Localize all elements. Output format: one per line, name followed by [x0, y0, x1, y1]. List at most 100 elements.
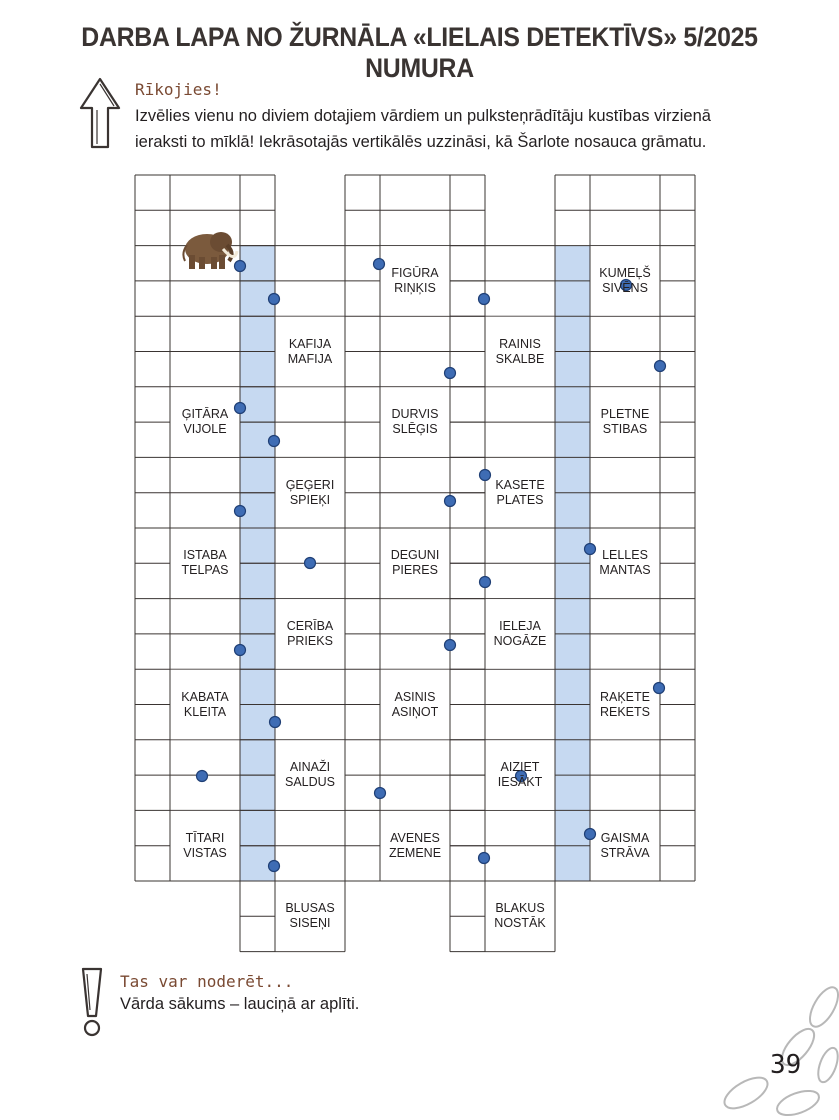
- clue-word-1: RAĶETE: [599, 689, 650, 704]
- start-dot: [477, 851, 491, 865]
- clue-word-1: GAISMA: [600, 830, 650, 845]
- clue-word-2: ASIŅOT: [391, 704, 439, 719]
- clue-word-1: BLAKUS: [495, 901, 545, 916]
- clue-cell: [590, 810, 660, 881]
- start-dot: [303, 556, 317, 570]
- clue-word-2: SIVĒNS: [602, 280, 648, 295]
- start-dot: [478, 575, 492, 589]
- clue-word-2: MAFIJA: [287, 351, 333, 366]
- clue-cell: [275, 881, 345, 952]
- clue-word-1: AIZIET: [500, 760, 540, 775]
- clue-word-1: BLUSAS: [285, 901, 335, 916]
- clue-word-2: REKETS: [599, 704, 650, 719]
- clue-word-1: KUMEĻŠ: [599, 265, 651, 280]
- clue-word-1: LELLES: [602, 548, 648, 563]
- start-dot: [267, 292, 281, 306]
- start-dot: [267, 859, 281, 873]
- start-dot: [233, 401, 247, 415]
- start-dot: [619, 278, 633, 292]
- clue-cell: [170, 528, 240, 599]
- clue-word-2: NOGĀZE: [493, 633, 547, 648]
- clue-cell: [275, 457, 345, 528]
- clue-word-2: SALDUS: [284, 775, 336, 790]
- clue-word-2: KLEITA: [183, 704, 227, 719]
- clue-cell: [275, 740, 345, 810]
- clue-word-2: PLATES: [496, 492, 544, 507]
- clue-word-1: DURVIS: [391, 407, 439, 422]
- clue-word-2: PRIEKS: [287, 633, 333, 648]
- clue-word-1: KABATA: [181, 689, 229, 704]
- task-heading: Rīkojies!: [135, 80, 222, 99]
- clue-word-1: IELEJA: [499, 618, 541, 633]
- clue-cell: [170, 669, 240, 740]
- clue-word-1: ĢITĀRA: [181, 407, 229, 422]
- task-instructions: Izvēlies vienu no diviem dotajiem vārdie…: [135, 103, 765, 155]
- clue-word-1: CERĪBA: [286, 618, 334, 633]
- start-dot: [233, 643, 247, 657]
- start-dot: [233, 259, 247, 273]
- clue-cell: [590, 669, 660, 740]
- start-dot: [478, 468, 492, 482]
- start-dot: [372, 257, 386, 271]
- clue-word-1: KAFIJA: [288, 336, 332, 351]
- clue-word-1: FIGŪRA: [391, 265, 439, 280]
- clue-cell: [590, 387, 660, 457]
- exclamation-icon: [81, 967, 103, 1037]
- footprints-icon: [723, 986, 839, 1117]
- page-number: 39: [770, 1050, 802, 1080]
- task-line-1: Izvēlies vienu no diviem dotajiem vārdie…: [135, 107, 711, 125]
- clue-word-2: SLĒĢIS: [392, 422, 438, 437]
- clue-word-2: TELPAS: [181, 563, 229, 578]
- clue-word-2: RIŅĶIS: [394, 280, 436, 295]
- hint-heading: Tas var noderēt...: [120, 972, 294, 991]
- clue-cell: [170, 387, 240, 457]
- clue-word-2: STRĀVA: [600, 845, 650, 860]
- start-dot: [653, 359, 667, 373]
- task-line-2: ieraksti to mīklā! Iekrāsotajās vertikāl…: [135, 133, 707, 151]
- clue-word-2: NOSTĀK: [494, 916, 546, 931]
- clue-cell: [590, 528, 660, 599]
- clue-cell: [275, 316, 345, 387]
- start-dot: [443, 366, 457, 380]
- clue-word-1: ISTABA: [183, 548, 227, 563]
- clue-word-2: VISTAS: [183, 845, 227, 860]
- clue-word-2: MANTAS: [599, 563, 651, 578]
- start-dot: [583, 827, 597, 841]
- clue-word-1: RAINIS: [499, 336, 541, 351]
- clue-word-1: TĪTARI: [185, 830, 225, 845]
- start-dot: [195, 769, 209, 783]
- clue-cell: [380, 387, 450, 457]
- start-dot: [267, 434, 281, 448]
- clue-cell: [485, 881, 555, 952]
- clue-word-2: SISEŅI: [289, 916, 331, 931]
- clue-word-1: KASETE: [495, 477, 545, 492]
- clue-word-1: AINAŽI: [289, 760, 331, 775]
- clue-word-2: VIJOLE: [183, 422, 227, 437]
- clue-cell: [485, 316, 555, 387]
- start-dot: [583, 542, 597, 556]
- clue-word-2: STIBAS: [602, 422, 648, 437]
- clue-cell: [485, 599, 555, 669]
